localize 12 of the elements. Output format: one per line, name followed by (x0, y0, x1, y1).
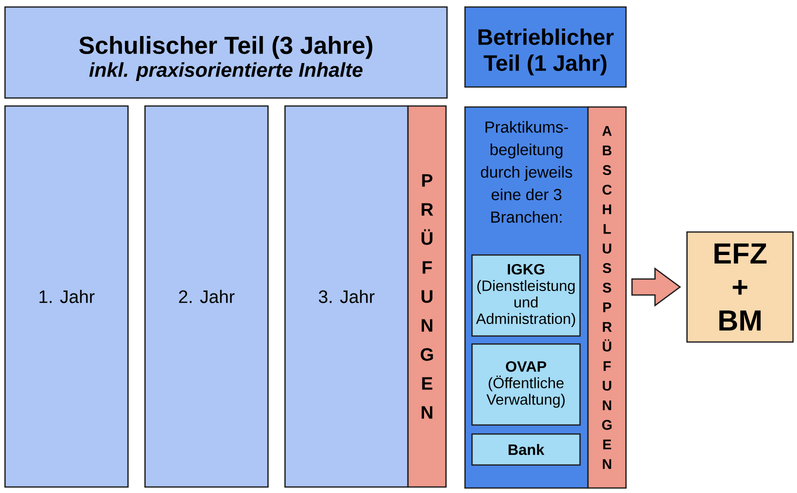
header-box: Betrieblicher Teil (1 Jahr) (464, 6, 627, 88)
result-box: EFZ + BM (686, 231, 794, 343)
branch-box: Bank (471, 433, 581, 466)
column-box: 1. Jahr (4, 105, 129, 488)
block-arrow (631, 267, 682, 307)
exam-column: PRÜFUNGEN (407, 105, 447, 488)
header-box: Schulischer Teil (3 Jahre) inkl. praxisorientierte Inhalte (4, 6, 448, 99)
column-box: 2. Jahr (144, 105, 269, 488)
branch-box: OVAP (Öffentliche Verwaltung) (471, 343, 581, 426)
column-box: 3. Jahr (284, 105, 409, 488)
exam-column: ABSCHLUSSPRÜFUNGEN (587, 106, 627, 489)
branch-box: IGKG (Dienstleistung und Administration) (471, 254, 581, 337)
